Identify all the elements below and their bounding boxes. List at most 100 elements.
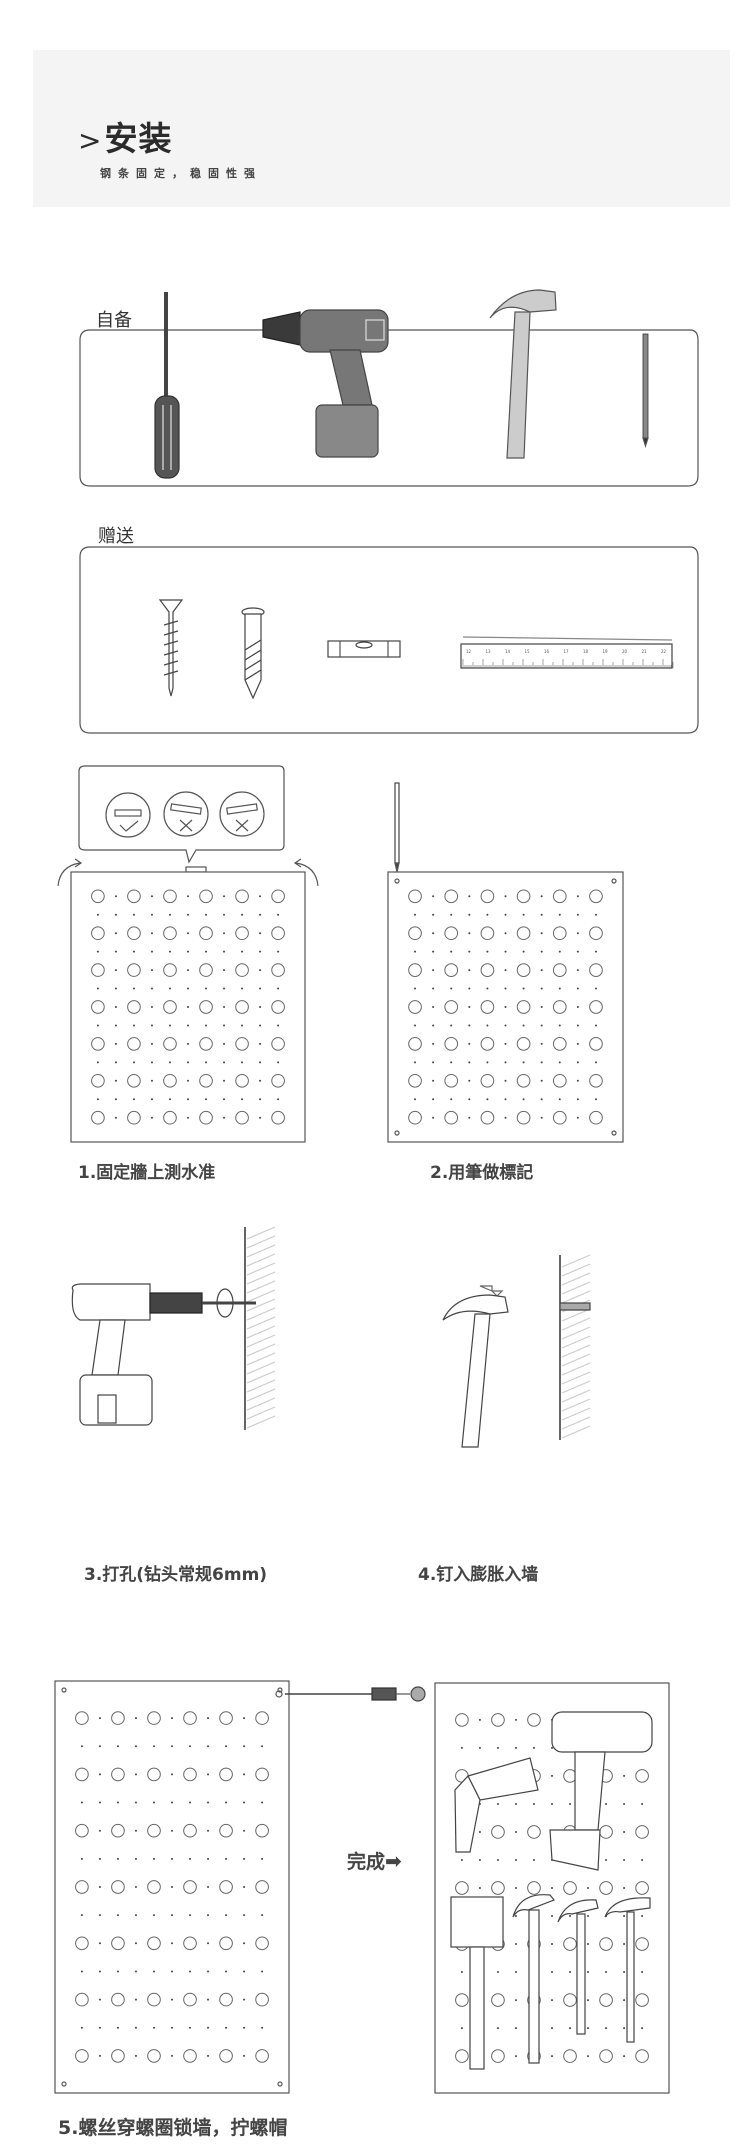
pin-hole	[496, 1746, 499, 1749]
peg-hole	[563, 2049, 577, 2063]
pin-hole	[134, 1970, 137, 1973]
pin-hole	[243, 1773, 246, 1776]
pin-hole	[114, 1006, 117, 1008]
peg-hole	[491, 1993, 505, 2007]
peg-hole	[235, 963, 249, 977]
pin-hole	[168, 1098, 171, 1101]
pin-hole	[551, 2055, 553, 2058]
pin-hole	[171, 1970, 173, 1973]
peg-hole	[408, 1110, 422, 1125]
peg-hole	[271, 1037, 285, 1051]
peg-hole	[111, 1992, 125, 2007]
pin-hole	[522, 1061, 525, 1064]
peg-hole	[491, 2049, 505, 2063]
pin-hole	[261, 1801, 264, 1804]
pin-hole	[243, 2026, 246, 2029]
peg-hole	[183, 1992, 197, 2007]
pin-hole	[168, 987, 171, 990]
pin-hole	[243, 1857, 246, 1860]
pin-hole	[414, 913, 417, 916]
pin-hole	[116, 1745, 119, 1748]
peg-hole	[563, 1937, 577, 1951]
pin-hole	[569, 1802, 572, 1805]
peg-hole	[552, 1037, 567, 1051]
pin-hole	[478, 1887, 481, 1889]
pin-hole	[150, 950, 153, 953]
pin-hole	[223, 950, 226, 953]
pin-hole	[80, 1970, 83, 1973]
pin-hole	[259, 1024, 262, 1027]
peg-hole	[552, 926, 567, 941]
peg-hole	[235, 1000, 249, 1014]
pin-hole	[259, 1116, 262, 1119]
pin-hole	[460, 2027, 463, 2030]
pin-hole	[243, 1914, 246, 1917]
pin-hole	[432, 1006, 435, 1008]
pin-hole	[540, 1061, 543, 1064]
pin-hole	[80, 1745, 83, 1748]
peg-hole	[589, 926, 603, 941]
pin-hole	[114, 987, 117, 990]
pin-hole	[540, 913, 543, 916]
pin-hole	[486, 1098, 489, 1101]
pin-hole	[551, 1943, 553, 1946]
pin-hole	[504, 913, 507, 916]
pin-hole	[114, 1079, 117, 1082]
pin-hole	[168, 1061, 171, 1064]
pin-hole	[96, 987, 99, 990]
pin-hole	[207, 1886, 210, 1888]
pin-hole	[243, 1801, 246, 1804]
peg-hole	[219, 1936, 233, 1951]
pin-hole	[259, 913, 262, 916]
pin-hole	[540, 895, 543, 898]
peg-hole	[491, 1881, 505, 1895]
peg-hole	[563, 1993, 577, 2007]
pin-hole	[241, 987, 244, 990]
pin-hole	[576, 1006, 579, 1008]
peg-hole	[444, 1110, 459, 1125]
pin-hole	[486, 987, 489, 990]
peg-hole	[444, 1000, 459, 1014]
peg-hole	[444, 1037, 459, 1051]
pin-hole	[576, 1061, 579, 1064]
peg-hole	[552, 1073, 567, 1088]
pin-hole	[207, 1970, 210, 1973]
pin-hole	[551, 1999, 553, 2002]
peg-hole	[127, 1000, 141, 1014]
peg-hole	[163, 1000, 177, 1014]
pin-hole	[540, 1006, 543, 1008]
pin-hole	[96, 1061, 99, 1064]
pin-hole	[171, 2026, 173, 2029]
peg-hole	[219, 1992, 233, 2007]
peg-hole	[127, 889, 141, 904]
included-label: 赠送	[98, 526, 134, 547]
level-wrong-icon	[219, 791, 265, 837]
pin-hole	[576, 1116, 579, 1119]
pin-hole	[558, 950, 561, 953]
pin-hole	[241, 1024, 244, 1027]
peg-hole	[255, 1936, 269, 1951]
pin-hole	[98, 1886, 101, 1888]
pin-hole	[150, 1116, 153, 1119]
pin-hole	[551, 1746, 553, 1749]
pin-hole	[207, 1773, 210, 1776]
rotate-left-arrow-icon	[57, 858, 83, 887]
peg-hole	[599, 1937, 613, 1951]
pin-hole	[132, 987, 135, 990]
pin-hole	[171, 1998, 173, 2001]
pin-hole	[514, 1802, 517, 1805]
pin-hole	[168, 1024, 171, 1027]
pin-hole	[98, 1745, 101, 1748]
pin-hole	[171, 1745, 173, 1748]
pin-hole	[261, 1745, 264, 1748]
peg-hole	[91, 1000, 105, 1014]
pin-hole	[478, 1830, 481, 1833]
peg-hole	[599, 1825, 613, 1839]
pin-hole	[150, 913, 153, 916]
peg-hole	[480, 1110, 495, 1125]
peg-hole	[491, 1713, 505, 1727]
peg-hole	[635, 1825, 649, 1839]
pin-hole	[514, 1943, 517, 1946]
peg-hole	[183, 1823, 197, 1838]
